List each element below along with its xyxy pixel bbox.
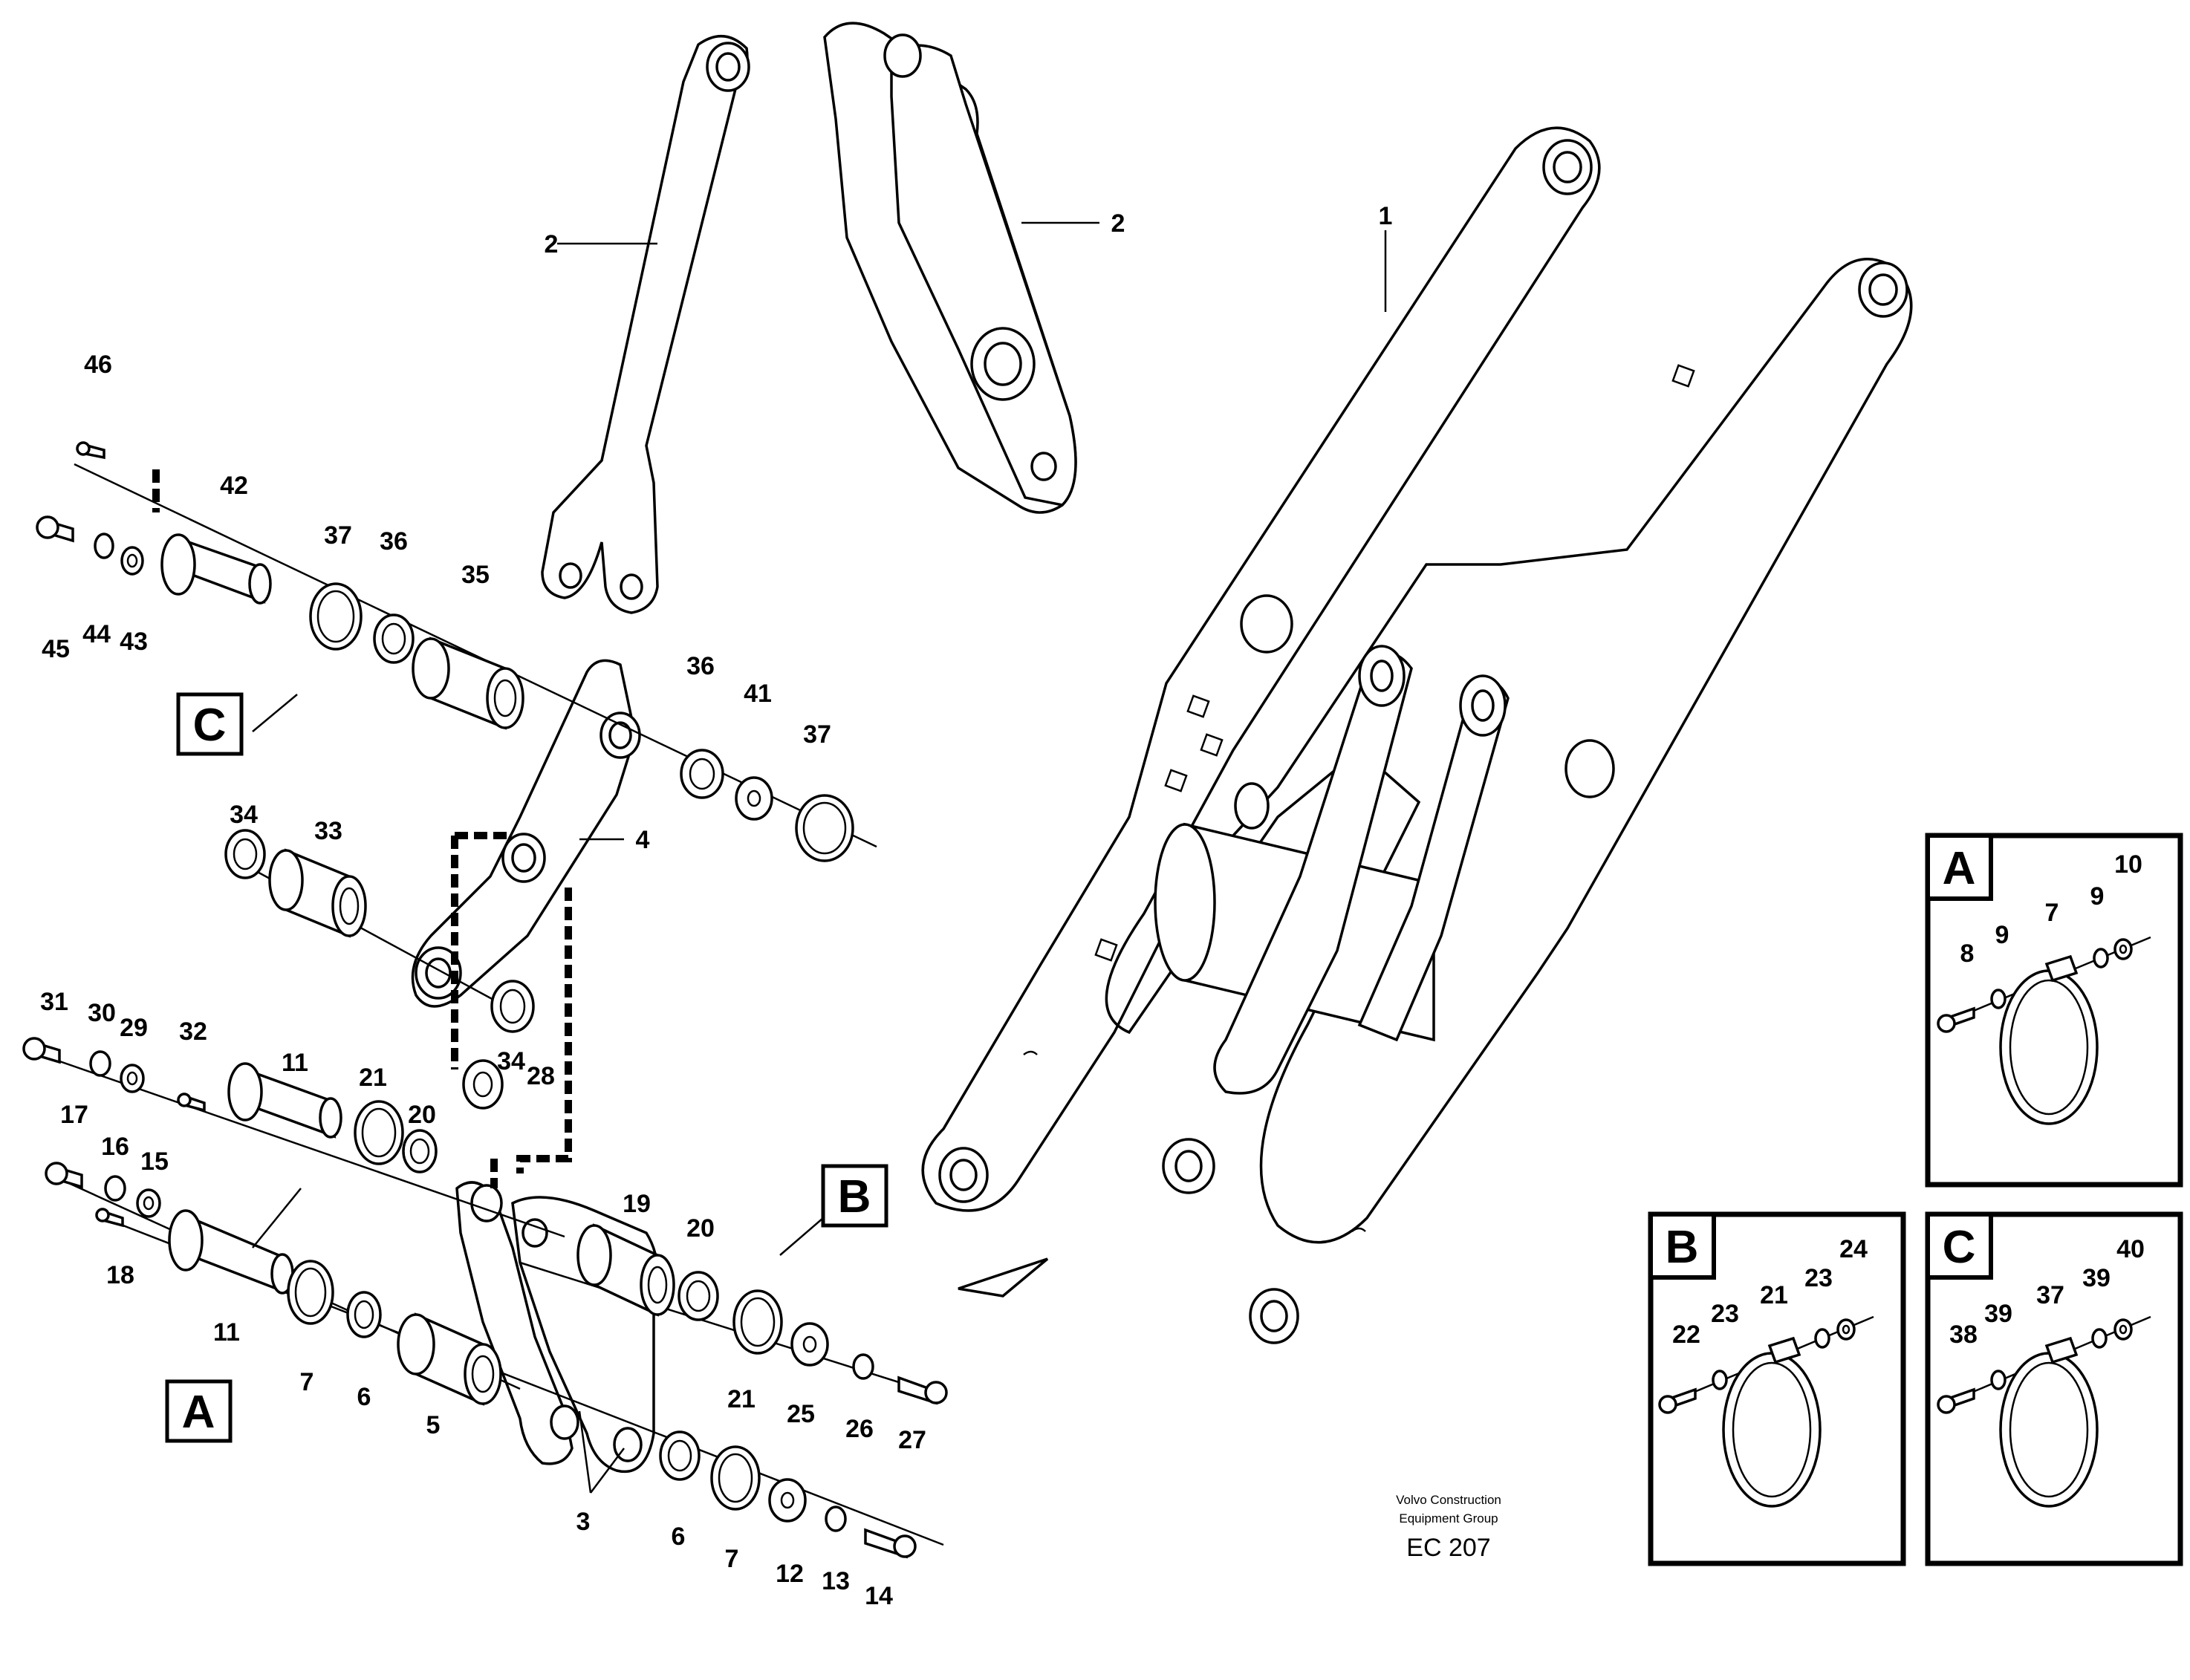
leader-lines xyxy=(252,221,1387,1494)
detail-b-label: 22 xyxy=(1672,1321,1700,1349)
part-label: 21 xyxy=(727,1385,756,1413)
part-label: 11 xyxy=(213,1318,240,1347)
detail-b-label: 23 xyxy=(1804,1264,1833,1292)
part-label: 34 xyxy=(497,1047,525,1075)
part-label: 2 xyxy=(1111,209,1125,238)
detail-b-label: 21 xyxy=(1760,1281,1788,1309)
detail-c-title: C xyxy=(1943,1222,1976,1273)
callout-c-label: C xyxy=(193,700,227,751)
part-label: 15 xyxy=(140,1147,169,1176)
part-label: 4 xyxy=(636,826,650,854)
part-label: 5 xyxy=(426,1411,441,1439)
part-label: 34 xyxy=(230,801,258,829)
part-label: 32 xyxy=(179,1018,207,1046)
part-label: 20 xyxy=(686,1214,715,1243)
detail-box-b: B 22 23 21 23 24 xyxy=(1648,1211,1906,1566)
part-label: 35 xyxy=(461,561,490,589)
callout-b: B xyxy=(821,1164,888,1228)
detail-c-label: 37 xyxy=(2036,1281,2064,1309)
callout-a-label: A xyxy=(182,1387,215,1438)
link-plate-right xyxy=(823,22,1077,514)
part-label: 21 xyxy=(359,1064,387,1092)
detail-c-label: 39 xyxy=(1984,1300,2012,1328)
credit-line-2: Equipment Group xyxy=(1399,1511,1498,1526)
part-label: 37 xyxy=(803,720,831,749)
part-label: 41 xyxy=(744,680,772,708)
part-label: 20 xyxy=(408,1101,436,1129)
part-label: 6 xyxy=(357,1383,371,1411)
part-label: 44 xyxy=(82,620,111,648)
detail-a-label: 9 xyxy=(1995,921,2009,949)
part-label: 7 xyxy=(300,1368,314,1396)
detail-b-title: B xyxy=(1666,1222,1699,1273)
callout-c: C xyxy=(176,692,244,756)
part-label: 42 xyxy=(220,472,248,500)
link-rod-left xyxy=(541,34,750,614)
detail-c-label: 39 xyxy=(2082,1264,2111,1292)
part-label: 36 xyxy=(380,527,408,556)
part-label: 3 xyxy=(576,1508,591,1536)
detail-b-label: 23 xyxy=(1711,1300,1739,1328)
detail-a-label: 9 xyxy=(2090,882,2105,911)
lift-arm-frame xyxy=(921,126,1913,1344)
part-label: 30 xyxy=(88,999,116,1027)
part-label: 26 xyxy=(845,1415,874,1443)
part-label: 36 xyxy=(686,652,715,680)
detail-box-c: C 38 39 37 39 40 xyxy=(1925,1211,2183,1566)
part-label: 45 xyxy=(42,635,70,663)
credit-block: Volvo Construction Equipment Group EC 20… xyxy=(1396,1493,1501,1562)
part-label: 12 xyxy=(776,1560,804,1588)
part-label: 14 xyxy=(865,1582,893,1610)
part-label: 25 xyxy=(787,1400,815,1428)
part-label: 1 xyxy=(1379,202,1393,230)
credit-line-1: Volvo Construction xyxy=(1396,1493,1501,1507)
part-label: 29 xyxy=(120,1014,148,1042)
part-label: 18 xyxy=(106,1261,134,1289)
part-label: 43 xyxy=(120,628,148,656)
part-label: 27 xyxy=(898,1426,926,1454)
part-label: 16 xyxy=(101,1133,129,1161)
part-label: 46 xyxy=(84,351,112,379)
detail-box-a: A 8 9 7 9 10 xyxy=(1925,833,2183,1188)
detail-b-label: 24 xyxy=(1839,1235,1868,1263)
callout-a: A xyxy=(165,1379,233,1443)
callout-b-label: B xyxy=(838,1171,871,1222)
dashed-assembly-paths xyxy=(152,469,572,1188)
part-label: 6 xyxy=(672,1523,686,1551)
lever-part-4 xyxy=(411,659,641,1008)
bracket-part-3 xyxy=(455,1181,660,1474)
part-label: 11 xyxy=(282,1049,308,1077)
detail-c-label: 40 xyxy=(2116,1235,2145,1263)
detail-a-label: 8 xyxy=(1960,940,1975,968)
detail-a-label: 7 xyxy=(2045,899,2059,927)
part-label: 19 xyxy=(623,1190,651,1218)
part-label: 17 xyxy=(60,1101,88,1129)
part-label: 31 xyxy=(40,988,68,1016)
part-label: 37 xyxy=(324,521,352,550)
direction-arrow-indicator xyxy=(958,1257,1049,1298)
part-label: 7 xyxy=(725,1545,739,1573)
part-number-labels: 1 2 2 3 4 5 6 6 7 7 11 11 12 13 14 15 16… xyxy=(40,202,1392,1610)
detail-a-title: A xyxy=(1943,843,1976,894)
part-label: 2 xyxy=(545,230,559,258)
part-label: 28 xyxy=(527,1062,555,1090)
part-label: 33 xyxy=(314,817,342,845)
detail-a-label: 10 xyxy=(2114,850,2142,879)
part-label: 13 xyxy=(822,1567,850,1595)
drawing-code: EC 207 xyxy=(1406,1534,1490,1562)
hardware-parts xyxy=(22,441,948,1559)
detail-c-label: 38 xyxy=(1949,1321,1978,1349)
